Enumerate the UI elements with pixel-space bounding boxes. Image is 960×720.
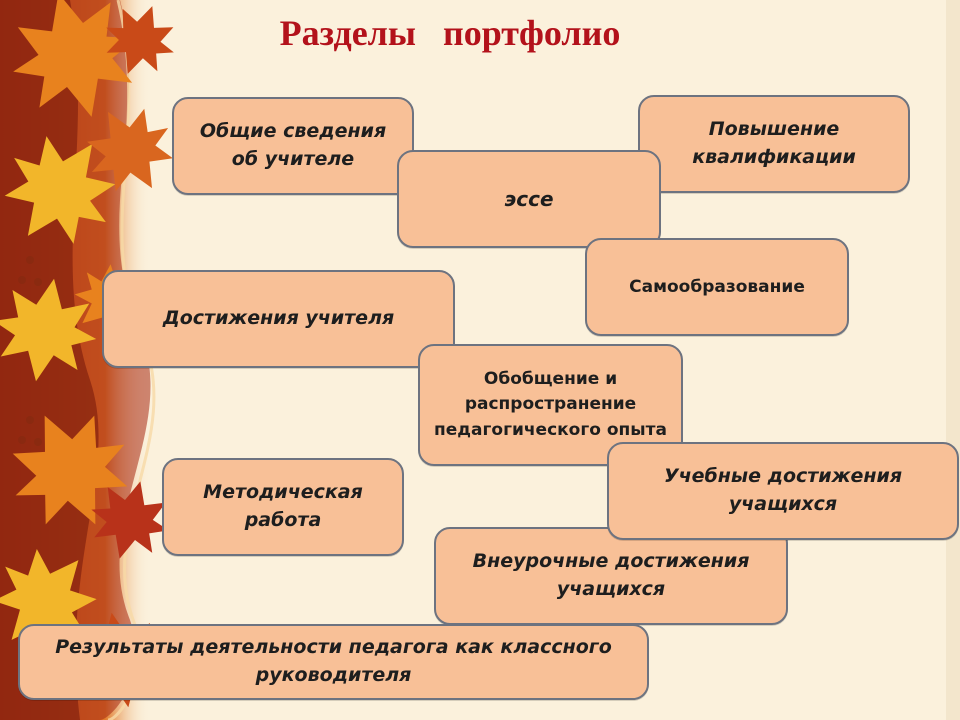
box-self-education: Самообразование: [585, 238, 849, 336]
box-label: Достижения учителя: [162, 307, 395, 330]
box-label: Учебные достижения учащихся: [663, 465, 903, 515]
box-class-teacher-results: Результаты деятельности педагога как кла…: [18, 624, 649, 700]
box-teacher-achievements: Достижения учителя: [102, 270, 455, 368]
box-label: эссе: [504, 186, 554, 211]
box-label: Обобщение и распространение педагогическ…: [434, 368, 667, 440]
box-essay: эссе: [397, 150, 661, 248]
box-extracurricular-achievements: Внеурочные достижения учащихся: [434, 527, 788, 625]
box-label: Методическая работа: [203, 481, 363, 531]
box-general-info: Общие сведения об учителе: [172, 97, 414, 195]
box-methodical-work: Методическая работа: [162, 458, 404, 556]
box-qualification: Повышение квалификации: [638, 95, 910, 193]
box-label: Самообразование: [629, 276, 805, 297]
box-academic-achievements: Учебные достижения учащихся: [607, 442, 959, 540]
box-label: Внеурочные достижения учащихся: [472, 550, 750, 600]
box-label: Результаты деятельности педагога как кла…: [55, 636, 612, 686]
box-label: Повышение квалификации: [692, 118, 856, 168]
page-title: Разделы портфолио: [279, 13, 621, 53]
box-label: Общие сведения об учителе: [199, 120, 387, 170]
